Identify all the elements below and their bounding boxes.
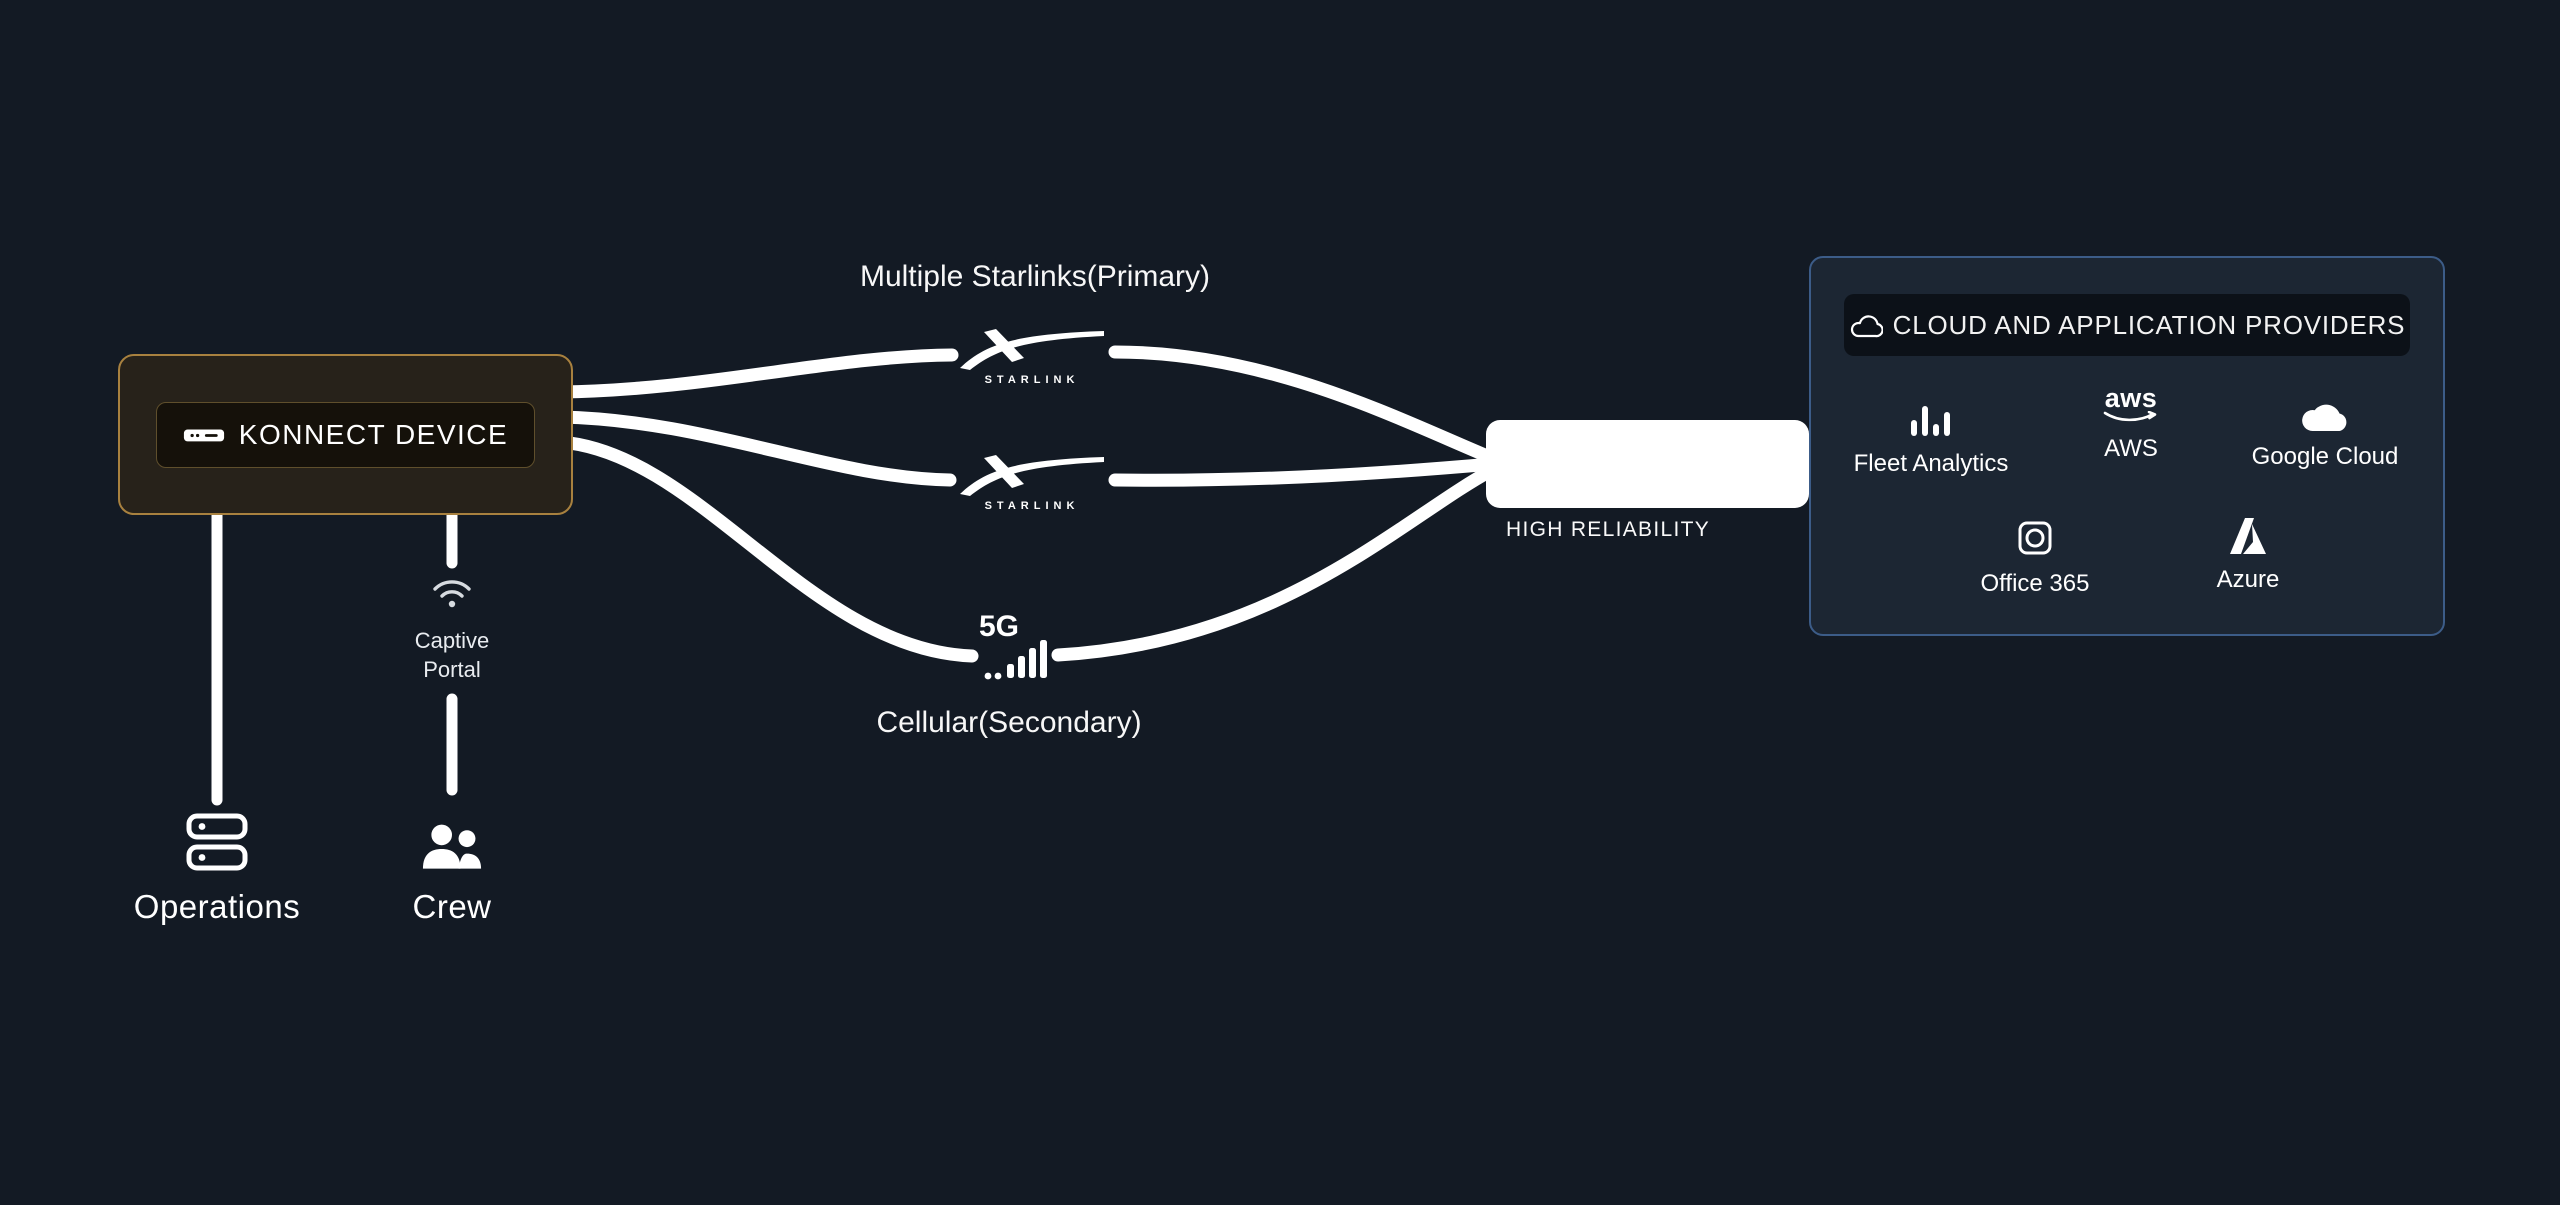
office-365-icon — [2015, 516, 2055, 560]
starlink-wordmark: STARLINK — [984, 500, 1080, 512]
azure-icon — [2226, 516, 2270, 556]
starlink-primary-title: Multiple Starlinks(Primary) — [859, 260, 1211, 293]
provider-fleet-analytics: Fleet Analytics — [1851, 396, 2011, 478]
starlink-wordmark: STARLINK — [984, 374, 1080, 386]
wire-cellular-reliability — [1051, 463, 1499, 662]
konnect-device-node: KONNECT DEVICE — [118, 354, 573, 515]
captive-portal-label: Captive Portal — [414, 628, 490, 682]
high-reliability-node — [1486, 420, 1809, 508]
starlink-logo-icon — [957, 327, 1107, 371]
cellular-secondary-title: Cellular(Secondary) — [876, 706, 1142, 739]
cloud-providers-panel: CLOUD AND APPLICATION PROVIDERS Fleet An… — [1809, 256, 2445, 636]
5g-badge: 5G — [979, 610, 1019, 643]
provider-azure: Azure — [2173, 516, 2323, 594]
provider-label: Azure — [2216, 566, 2280, 593]
operations-label: Operations — [133, 888, 301, 925]
crew-people-icon — [415, 818, 489, 878]
google-cloud-icon — [2300, 400, 2350, 433]
konnect-device-badge: KONNECT DEVICE — [155, 401, 536, 468]
aws-wordmark: aws — [2104, 383, 2158, 413]
provider-google-cloud: Google Cloud — [2239, 400, 2411, 471]
provider-office-365: Office 365 — [1953, 516, 2117, 598]
cellular-5g-icon: 5G — [975, 606, 1075, 686]
konnect-device-label: KONNECT DEVICE — [238, 418, 509, 450]
bar-chart-icon — [1907, 396, 1955, 440]
wire-starlink-2-reliability — [1108, 457, 1499, 487]
starlink-node-1: STARLINK — [957, 327, 1107, 386]
cloud-panel-title: CLOUD AND APPLICATION PROVIDERS — [1892, 309, 2406, 340]
wire-konnect-starlink-1 — [553, 348, 959, 399]
aws-logo-icon: aws — [2103, 383, 2159, 425]
high-reliability-label: HIGH RELIABILITY — [1506, 518, 1711, 541]
provider-label: Google Cloud — [2251, 443, 2399, 470]
provider-aws: aws AWS — [2056, 383, 2206, 463]
provider-label: Fleet Analytics — [1853, 450, 2009, 477]
wire-konnect-cellular — [553, 435, 979, 663]
router-icon — [183, 424, 225, 446]
provider-label: AWS — [2104, 435, 2158, 463]
starlink-logo-icon — [957, 453, 1107, 497]
crew-label: Crew — [412, 888, 492, 925]
wire-starlink-1-reliability — [1108, 345, 1499, 465]
server-stack-icon — [179, 804, 255, 880]
wire-konnect-starlink-2 — [553, 410, 957, 487]
cloud-icon — [1849, 312, 1883, 339]
cloud-panel-header: CLOUD AND APPLICATION PROVIDERS — [1844, 294, 2410, 356]
wifi-icon — [429, 574, 475, 610]
provider-label: Office 365 — [1980, 570, 2090, 597]
starlink-node-2: STARLINK — [957, 453, 1107, 512]
